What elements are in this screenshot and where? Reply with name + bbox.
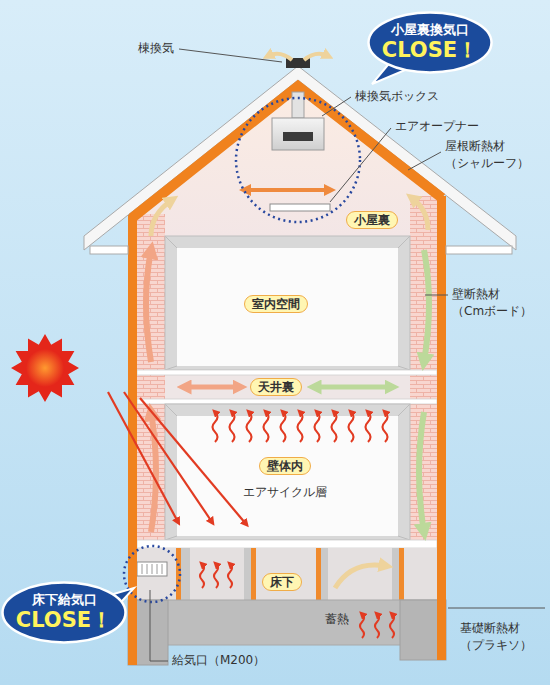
air-inlet-vent	[137, 562, 167, 576]
solar-heat-arrow	[124, 392, 212, 522]
heat-wave	[332, 412, 337, 442]
area-name: 床下	[270, 575, 294, 589]
heat-wave	[360, 614, 364, 638]
area-name: 壁体内	[267, 459, 303, 473]
roof-insulation	[132, 86, 442, 218]
highlight-circle	[124, 546, 180, 602]
callout-bubble: 小屋裏換気口CLOSE！	[367, 11, 493, 74]
underfloor-space	[137, 548, 437, 600]
area-name: 天井裏	[258, 380, 294, 394]
leader-lines	[150, 49, 545, 661]
inner-footing	[176, 548, 190, 600]
highlight-circle	[236, 98, 360, 222]
area-name: 小屋裏	[354, 213, 390, 227]
heat-wave	[366, 412, 371, 442]
upper-room-inner	[177, 248, 398, 366]
ridge-exhaust-arrow	[268, 54, 292, 60]
upper-room-frame	[165, 236, 410, 370]
footing-insulation	[251, 548, 256, 600]
eave-soffit	[446, 246, 512, 254]
leader-line	[408, 152, 441, 170]
part-label: 給気口（M200）	[172, 652, 265, 669]
heat-wave	[228, 564, 232, 588]
heat-wave	[383, 412, 388, 442]
part-label: エアオープナー	[395, 118, 479, 135]
leader-line	[322, 97, 351, 116]
heat-wave	[315, 412, 320, 442]
vent-grille	[142, 564, 162, 574]
area-tag: 壁体内	[259, 457, 311, 475]
leader-line	[448, 608, 545, 609]
upper-room-bevel	[165, 236, 410, 370]
callout-bubble: 床下給気口CLOSE！	[1, 581, 127, 644]
material-label: 壁断熱材 （Cmボード）	[452, 286, 532, 321]
area-tag: 小屋裏	[346, 211, 398, 229]
attic-air-arrow	[245, 188, 330, 192]
callout-bubble-fill	[3, 582, 126, 642]
area-tag: 天井裏	[250, 378, 302, 396]
floor-plate	[137, 540, 437, 548]
heat-wave	[281, 412, 286, 442]
ridge-exhaust-arrow	[304, 54, 328, 60]
layer-label: 蓄熱	[325, 611, 349, 628]
ridge-vent-duct	[292, 92, 304, 118]
footing-insulation	[399, 548, 404, 600]
leader-line	[150, 590, 168, 661]
floor-plate	[137, 370, 437, 375]
ridge-vent-box	[272, 118, 324, 150]
foundation-slab	[137, 600, 437, 645]
leader-line	[425, 295, 448, 296]
attic-flow-arrow	[151, 200, 172, 236]
callout-bubble-fill	[369, 12, 492, 72]
outer-wall-insulation	[437, 196, 446, 660]
ridge-vent-box-slot	[283, 132, 313, 141]
material-label: 基礎断熱材 （プラキソ）	[460, 620, 532, 655]
heat-wave	[390, 614, 394, 638]
heat-wave	[375, 614, 379, 638]
sun-rays	[11, 334, 79, 402]
callout-status: CLOSE！	[16, 608, 112, 632]
part-label: 棟換気	[138, 40, 174, 57]
floor-plate	[137, 399, 437, 404]
heat-wave	[230, 412, 235, 442]
area-tag: 室内空間	[244, 295, 308, 313]
wall-flow-arrow	[424, 250, 429, 362]
inner-footing	[392, 548, 404, 600]
wall-cavity-space	[137, 236, 437, 548]
callout-status: CLOSE！	[382, 38, 478, 62]
left-wall-insulation	[137, 214, 165, 548]
air-opener	[270, 204, 330, 211]
ceiling-flow-arrow	[184, 385, 240, 390]
wall-flow-arrow	[146, 250, 151, 362]
callout-heading: 床下給気口	[32, 592, 97, 608]
area-tag: 床下	[262, 573, 302, 591]
heat-wave	[264, 412, 269, 442]
ceiling-flow-arrow	[314, 385, 392, 390]
heat-wave	[200, 564, 204, 588]
area-name: 室内空間	[252, 297, 300, 311]
heat-wave	[298, 412, 303, 442]
inner-footing	[316, 548, 328, 600]
part-label: 棟換気ボックス	[355, 88, 439, 105]
heat-wave	[213, 412, 218, 442]
sun	[26, 349, 64, 387]
inner-footing	[244, 548, 256, 600]
heat-wave	[214, 564, 218, 588]
layer-label: エアサイクル層	[243, 484, 327, 501]
eave-soffit	[90, 246, 128, 254]
wall-flow-arrow	[419, 412, 424, 532]
underfloor-flow-arrow	[335, 565, 386, 588]
heat-wave	[349, 412, 354, 442]
callout-heading: 小屋裏換気口	[391, 22, 469, 38]
attic-flow-arrow	[412, 198, 428, 230]
leader-line	[330, 128, 391, 202]
heat-waves	[200, 412, 394, 638]
heat-wave	[247, 412, 252, 442]
solar-heat-arrow	[140, 398, 246, 524]
footing-insulation	[316, 548, 321, 600]
leader-line	[179, 49, 282, 62]
material-label: 屋根断熱材 （シャルーフ）	[445, 138, 529, 173]
